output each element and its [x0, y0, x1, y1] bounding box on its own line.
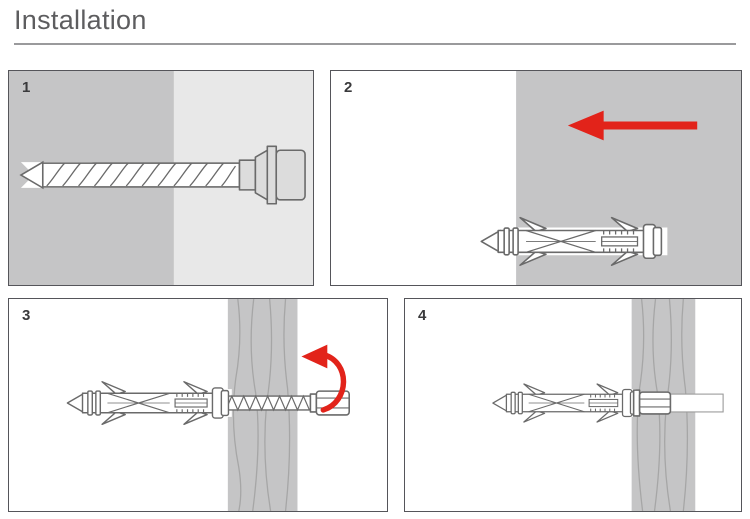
- step-panel-2: 2: [330, 70, 742, 286]
- drill-chuck-icon: [238, 145, 306, 205]
- hex-screw-head-icon: [632, 389, 672, 417]
- step-number-2: 2: [344, 79, 353, 96]
- title-divider: [14, 43, 736, 45]
- wall-plug-icon: [66, 381, 230, 426]
- insert-plug-illustration: [344, 71, 741, 285]
- drill-into-wall-illustration: [9, 71, 313, 285]
- red-arrow-left-icon: [567, 110, 698, 141]
- step-number-1: 1: [22, 79, 31, 96]
- drill-bit-icon: [19, 160, 241, 190]
- screw-in-illustration: [22, 299, 350, 511]
- hole-through-wall: [668, 393, 724, 413]
- red-rotation-arrow-icon: [301, 344, 347, 413]
- finished-installation-illustration: [418, 299, 724, 511]
- step-panel-4: 4: [404, 298, 742, 512]
- page-title: Installation: [14, 5, 147, 35]
- step-panel-3: 3: [8, 298, 388, 512]
- step-panel-1: 1: [8, 70, 314, 286]
- step-number-3: 3: [22, 307, 31, 324]
- step-number-4: 4: [418, 307, 427, 324]
